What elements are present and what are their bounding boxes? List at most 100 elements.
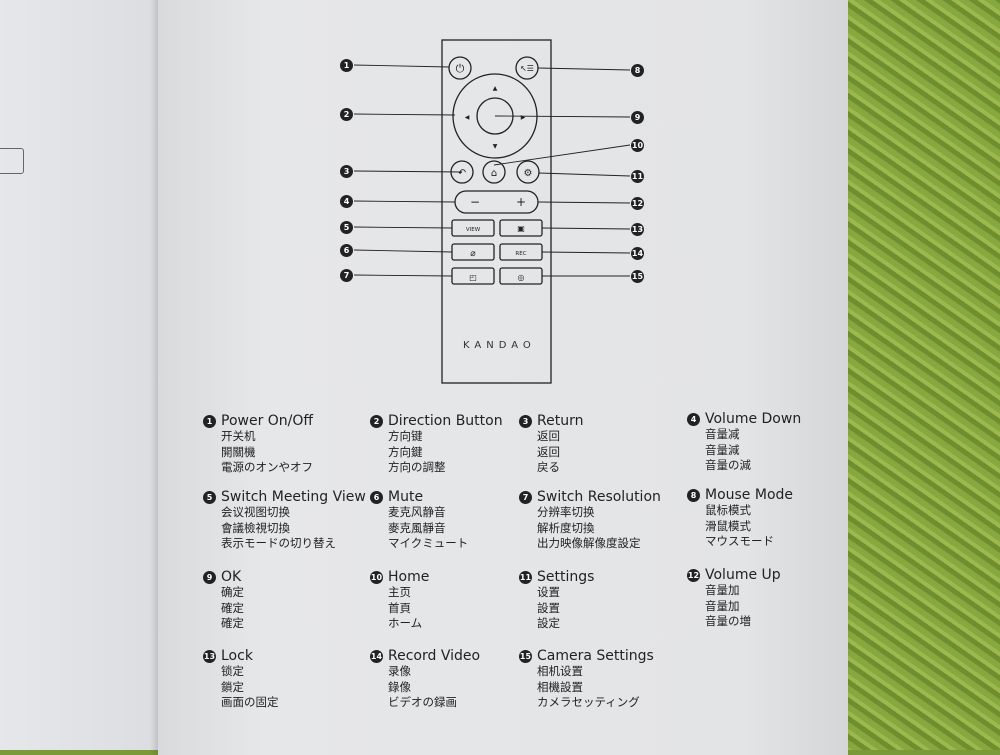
brand-logo: KANDAO [463,340,536,351]
legend-title: Volume Up [705,567,781,583]
resolution-icon: ◰ [469,273,477,282]
legend-translation: 麦克风静音 [388,505,446,519]
legend-translation: 麥克風靜音 [388,520,446,535]
legend-translation: 会议视图切换 [221,505,290,519]
callout-number: 8 [631,64,644,77]
legend-title: Mute [388,489,424,505]
legend-title: Volume Down [705,411,802,427]
legend-translation: 開關機 [221,444,256,459]
legend-title: Return [537,413,584,429]
legend-translation: 音量の増 [705,614,751,628]
legend-translation: 音量加 [705,583,740,597]
legend-number: 1 [203,414,216,428]
legend-title: Direction Button [388,413,503,429]
legend-translation: 方向の調整 [388,460,446,474]
legend-translation: カメラセッティング [537,695,640,709]
mouse-icon: ↖☰ [520,64,534,73]
legend-translation: 方向键 [388,429,423,443]
legend-number: 11 [519,570,532,584]
legend-title: OK [221,569,242,585]
arrow-up-icon: ▲ [493,85,498,92]
home-icon: ⌂ [491,168,497,179]
minus-icon: − [470,195,480,209]
callout-number: 6 [340,244,353,257]
legend-title: Lock [221,648,253,664]
legend-title: Settings [537,569,595,585]
callout-number: 2 [340,108,353,121]
callout-number: 13 [631,223,644,236]
legend-translation: 戻る [537,460,560,474]
legend-translation: 相机设置 [537,664,583,678]
legend-translation: 首頁 [388,600,411,615]
legend-translation: 确定 [221,585,244,599]
legend-title: Record Video [388,648,481,664]
lock-icon: ▣ [517,224,525,233]
legend-title: Mouse Mode [705,487,794,503]
legend-number: 12 [687,568,700,582]
legend-translation: ビデオの録画 [388,695,457,709]
legend-number: 5 [203,490,216,504]
legend-translation: 分辨率切换 [537,505,595,519]
search-icon [0,148,24,174]
plus-icon: + [516,195,526,209]
legend-number: 3 [519,414,532,428]
mic-off-icon: ⌀ [470,249,476,259]
legend-translation: 音量加 [705,598,740,613]
legend-translation: 画面の固定 [221,695,279,709]
settings-button [516,160,540,184]
arrow-down-icon: ▼ [493,143,498,150]
legend-translation: 返回 [537,444,560,459]
legend-translation: 音量の減 [705,458,751,472]
callout-number: 3 [340,165,353,178]
legend-number: 15 [519,649,532,663]
legend-translation: 錄像 [388,679,411,694]
legend-title: Home [388,569,430,585]
callout-lines [353,64,631,277]
legend-number: 6 [370,490,383,504]
legend-translation: 設置 [537,600,560,615]
legend-number: 8 [687,488,700,502]
callout-number: 4 [340,195,353,208]
legend-translation: 確定 [221,616,244,630]
view-label: VIEW [466,227,481,233]
manual-page [158,0,848,755]
legend-translation: ホーム [388,616,423,630]
legend-number: 9 [203,570,216,584]
legend-translation: マイクミュート [388,536,469,550]
arrow-left-icon: ◀ [465,114,470,121]
legend-translation: 相機設置 [537,679,583,694]
callout-number: 15 [631,270,644,283]
power-button [448,56,472,80]
callout-number: 11 [631,170,644,183]
legend-translation: 方向鍵 [388,444,423,459]
legend-translation: 確定 [221,600,244,615]
gear-icon: ⚙ [524,168,533,179]
legend-translation: マウスモード [705,534,774,548]
legend-translation: 會議檢視切換 [221,520,290,535]
legend-number: 13 [203,649,216,663]
rec-label: REC [515,251,526,257]
camera-icon: ◎ [518,273,525,282]
legend-translation: 電源のオンやオフ [221,460,313,474]
legend-number: 4 [687,412,700,426]
callout-number: 10 [631,139,644,152]
remote-body [441,39,552,384]
legend-translation: 主页 [388,585,411,599]
legend-translation: 設定 [537,616,560,630]
legend-translation: 表示モードの切り替え [221,536,336,550]
left-page [0,0,180,750]
legend-translation: 录像 [388,664,411,678]
